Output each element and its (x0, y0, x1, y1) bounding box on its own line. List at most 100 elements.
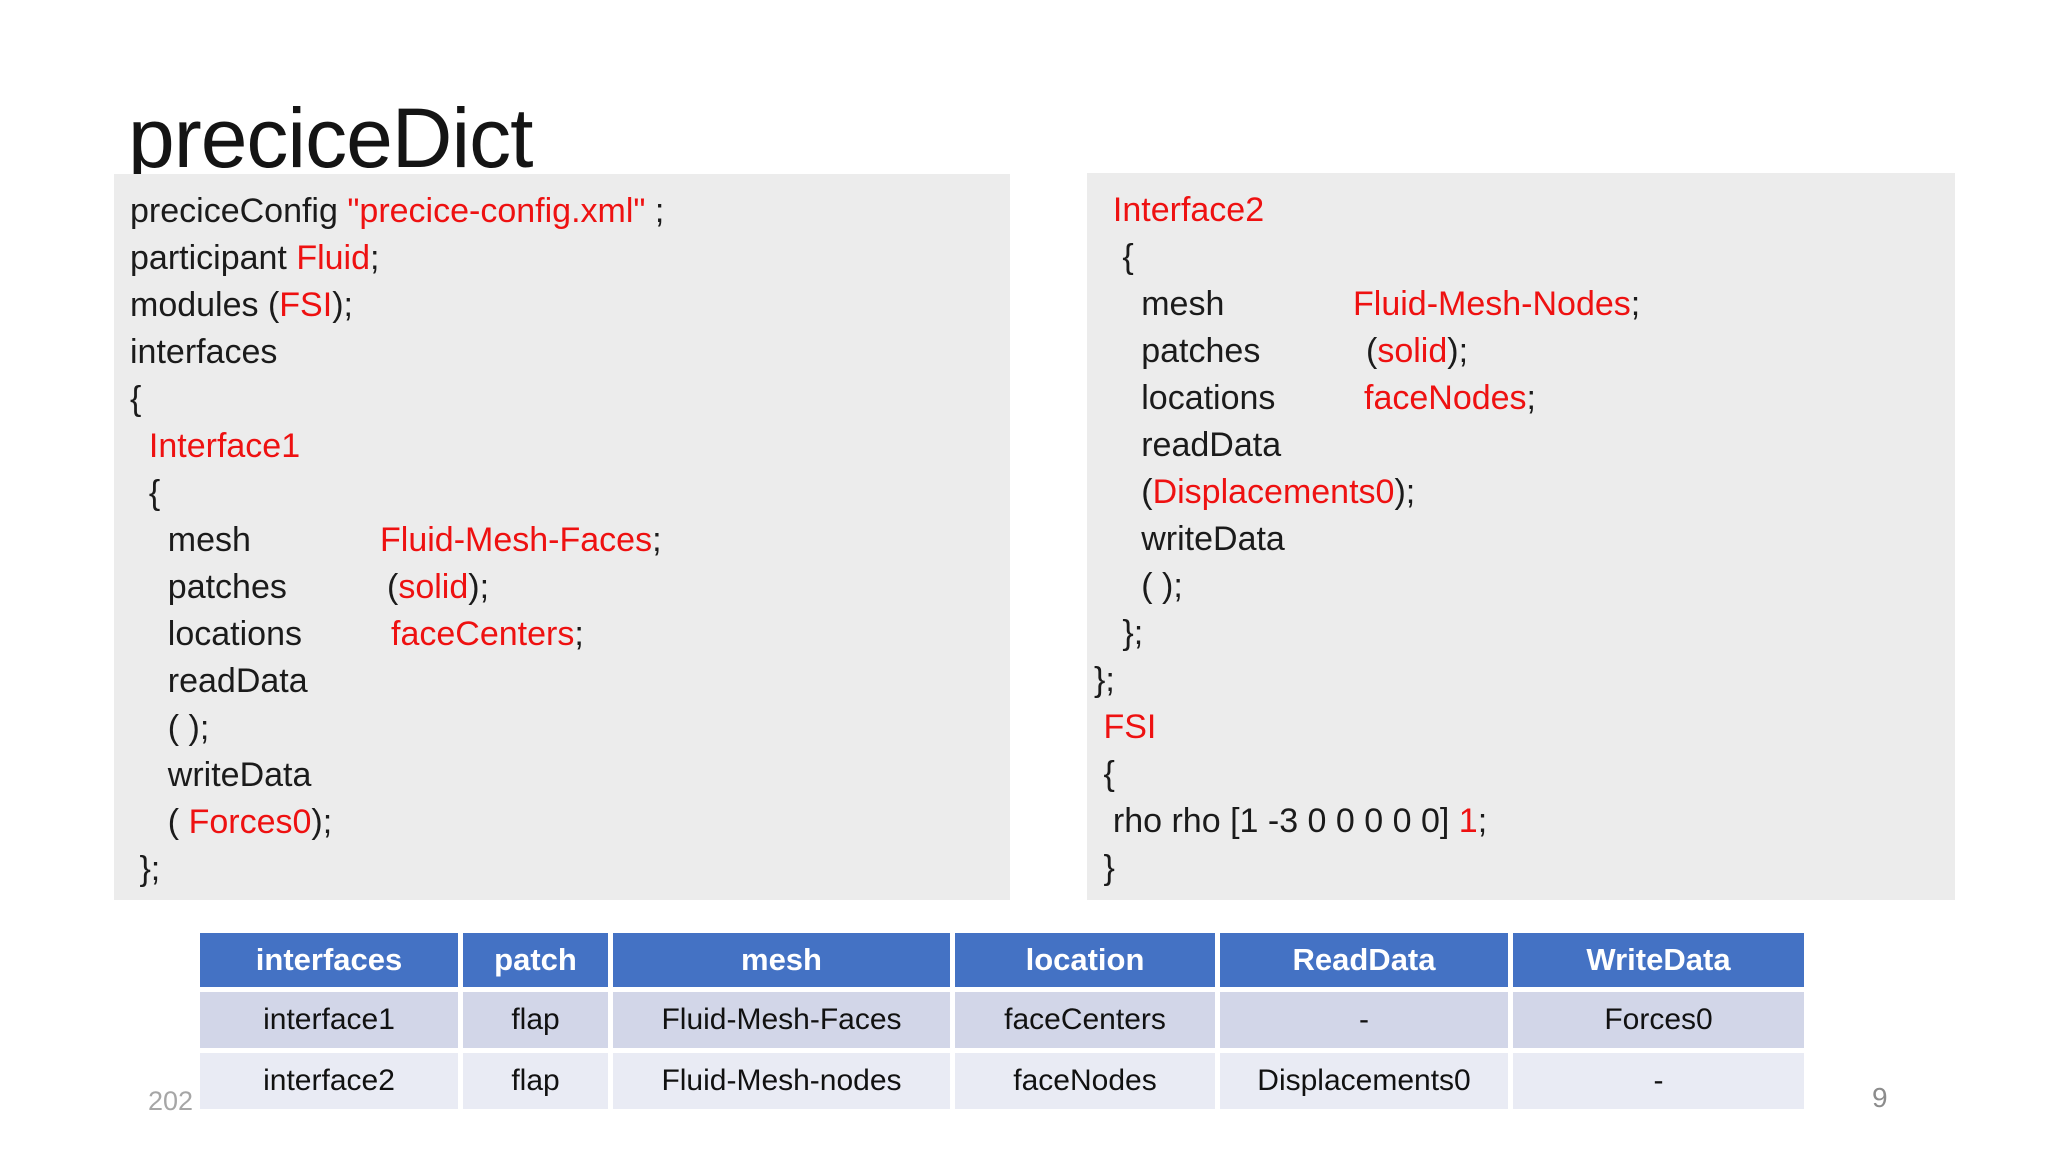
code-segment (1094, 191, 1113, 229)
code-line: patches (solid); (130, 564, 1010, 611)
code-segment: ); (468, 568, 490, 606)
code-segment: (solid); (387, 564, 489, 611)
code-segment: modules ( (130, 286, 280, 324)
code-line: participant Fluid; (130, 235, 1010, 282)
code-segment: mesh (130, 521, 251, 559)
code-line: readData (130, 658, 1010, 705)
code-line: (Displacements0); (1094, 469, 1955, 516)
code-segment: writeData (1094, 520, 1285, 558)
code-segment: Displacements0 (1152, 473, 1395, 511)
code-line: ( ); (130, 705, 1010, 752)
code-segment: rho rho [1 -3 0 0 0 0 0] (1094, 802, 1459, 840)
code-segment: FSI (1103, 708, 1157, 746)
code-segment: readData (130, 662, 308, 700)
code-line: }; (130, 846, 1010, 893)
cell-location: faceCenters (955, 992, 1215, 1048)
interfaces-summary-table: interfaces patch mesh location ReadData … (195, 928, 1809, 1114)
code-line: Interface1 (130, 423, 1010, 470)
code-segment: ; (574, 615, 584, 653)
cell-writedata: Forces0 (1513, 992, 1804, 1048)
code-segment: interfaces (130, 333, 278, 371)
code-line: writeData (130, 752, 1010, 799)
code-line: } (1094, 845, 1955, 892)
code-segment: preciceConfig (130, 192, 348, 230)
code-line: { (130, 376, 1010, 423)
code-line: FSI (1094, 704, 1955, 751)
code-segment: (solid); (1366, 328, 1468, 375)
code-segment: ; (1477, 802, 1488, 840)
code-segment: participant (130, 239, 297, 277)
code-line: }; (1094, 610, 1955, 657)
code-line: }; (1094, 657, 1955, 704)
code-line: { (130, 470, 1010, 517)
code-segment: faceCenters (391, 615, 575, 653)
code-segment: patches (130, 568, 287, 606)
code-block-right: Interface2 { mesh Fluid-Mesh-Nodes; patch… (1087, 173, 1955, 900)
code-segment: ); (311, 803, 333, 841)
cell-patch: flap (463, 992, 608, 1048)
cell-writedata: - (1513, 1053, 1804, 1109)
code-segment: Fluid-Mesh-Nodes; (1353, 281, 1640, 328)
code-line: preciceConfig "precice-config.xml" ; (130, 188, 1010, 235)
code-line: patches (solid); (1094, 328, 1955, 375)
code-segment: { (1094, 755, 1115, 793)
code-segment: Fluid (296, 239, 371, 277)
code-line: interfaces (130, 329, 1010, 376)
code-line: rho rho [1 -3 0 0 0 0 0] 1; (1094, 798, 1955, 845)
code-segment: ( (1366, 332, 1378, 370)
cell-interfaces: interface2 (200, 1053, 458, 1109)
code-line: Interface2 (1094, 187, 1955, 234)
code-segment: "precice-config.xml" (347, 192, 646, 230)
code-line: { (1094, 234, 1955, 281)
code-segment: mesh (1094, 285, 1225, 323)
code-segment: locations (130, 615, 302, 653)
code-segment: Fluid-Mesh-Faces; (380, 517, 662, 564)
page-number: 9 (1872, 1082, 1888, 1113)
cell-mesh: Fluid-Mesh-Faces (613, 992, 950, 1048)
table-header-row: interfaces patch mesh location ReadData … (200, 933, 1804, 987)
code-line: mesh Fluid-Mesh-Nodes; (1094, 281, 1955, 328)
header-mesh: mesh (613, 933, 950, 987)
cell-readdata: Displacements0 (1220, 1053, 1508, 1109)
code-segment: { (130, 380, 142, 418)
code-segment: FSI (279, 286, 333, 324)
code-line: locations faceCenters; (130, 611, 1010, 658)
header-location: location (955, 933, 1215, 987)
code-segment: solid (1377, 332, 1448, 370)
code-segment: Fluid-Mesh-Nodes (1353, 285, 1631, 323)
header-interfaces: interfaces (200, 933, 458, 987)
code-line: writeData (1094, 516, 1955, 563)
code-segment: Interface2 (1112, 191, 1265, 229)
code-segment: readData (1094, 426, 1282, 464)
code-segment: locations (1094, 379, 1276, 417)
header-readdata: ReadData (1220, 933, 1508, 987)
code-segment: patches (1094, 332, 1261, 370)
code-line: mesh Fluid-Mesh-Faces; (130, 517, 1010, 564)
code-segment: ; (370, 239, 380, 277)
footer-date: 202 (148, 1086, 194, 1116)
code-line: modules (FSI); (130, 282, 1010, 329)
code-segment: }; (1094, 614, 1144, 652)
header-writedata: WriteData (1513, 933, 1804, 987)
code-segment: ( (1094, 473, 1153, 511)
code-segment: ); (1447, 332, 1469, 370)
cell-readdata: - (1220, 992, 1508, 1048)
code-block-left: preciceConfig "precice-config.xml" ;part… (114, 174, 1010, 900)
code-segment: solid (398, 568, 469, 606)
code-segment: ( ); (1094, 567, 1183, 605)
code-line: { (1094, 751, 1955, 798)
table-row: interface1 flap Fluid-Mesh-Faces faceCen… (200, 992, 1804, 1048)
cell-location: faceNodes (955, 1053, 1215, 1109)
code-segment: faceCenters; (391, 611, 584, 658)
cell-patch: flap (463, 1053, 608, 1109)
table-row: interface2 flap Fluid-Mesh-nodes faceNod… (200, 1053, 1804, 1109)
code-segment (130, 427, 149, 465)
code-segment: ; (1526, 379, 1536, 417)
code-line: ( ); (1094, 563, 1955, 610)
code-segment: }; (1094, 661, 1115, 699)
code-segment: { (130, 474, 161, 512)
code-line: readData (1094, 422, 1955, 469)
code-segment: ( (130, 803, 189, 841)
